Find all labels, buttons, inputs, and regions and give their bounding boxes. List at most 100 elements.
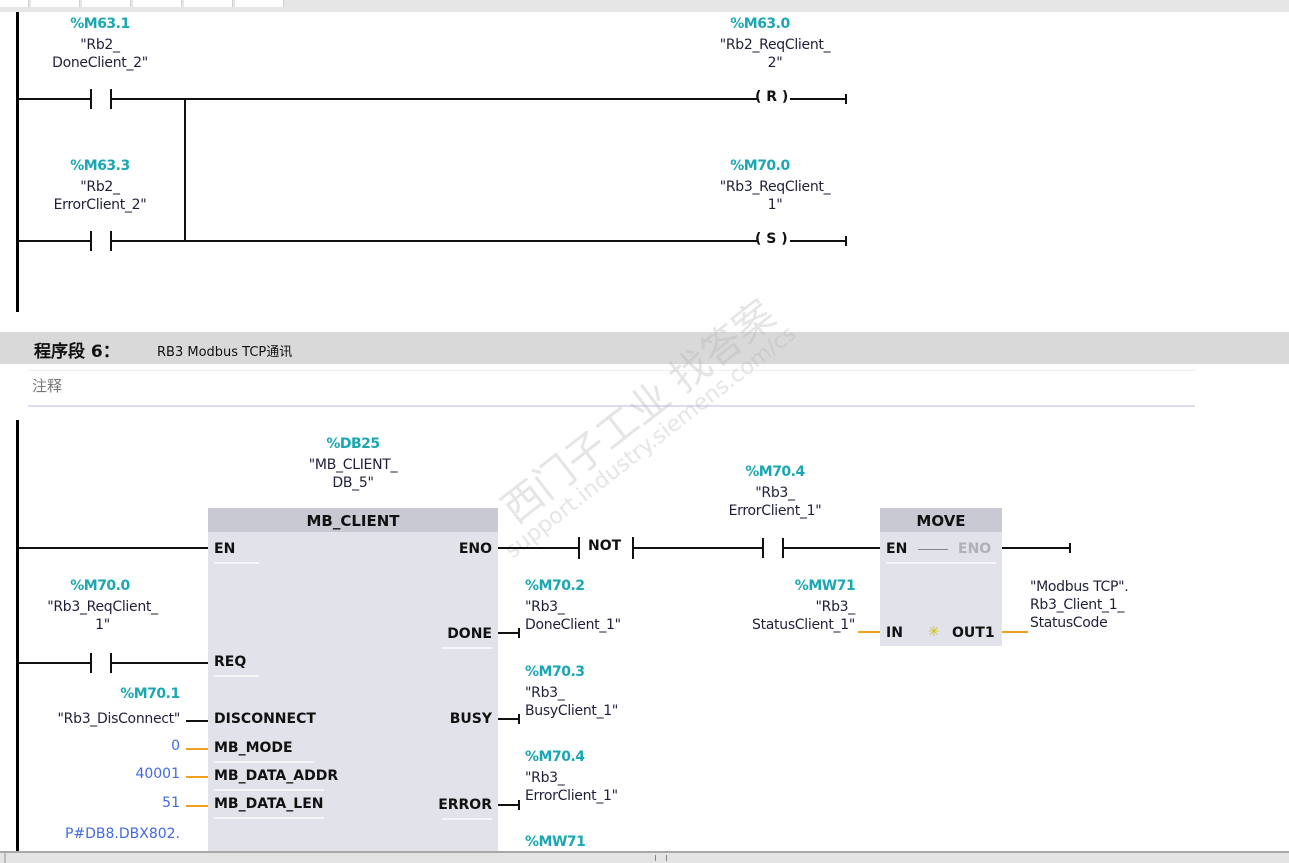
mb-mode-value[interactable]: 0 xyxy=(171,738,180,754)
wire xyxy=(790,240,846,242)
scrollbar-grip-icon[interactable] xyxy=(655,855,667,861)
branch-wire xyxy=(184,98,186,242)
done-tag[interactable]: "Rb3_ DoneClient_1" xyxy=(525,599,621,633)
wire xyxy=(112,98,757,100)
toolbar-tab[interactable] xyxy=(184,0,233,7)
toolbar-tab[interactable] xyxy=(133,0,182,7)
coil-tag[interactable]: "Rb2_ReqClient_ 2" xyxy=(719,37,831,71)
pin-mb-data-addr[interactable]: MB_DATA_ADDR xyxy=(214,768,339,784)
done-address: %M70.2 xyxy=(525,578,585,594)
move-in-address: %MW71 xyxy=(794,578,856,594)
disconnect-address: %M70.1 xyxy=(120,686,180,702)
rung-end xyxy=(518,800,520,810)
toolbar-tab[interactable] xyxy=(31,0,80,7)
req-contact-address: %M70.0 xyxy=(70,578,130,594)
reset-coil[interactable]: ( R ) xyxy=(755,89,789,105)
no-contact-m63-1[interactable] xyxy=(90,89,112,109)
mb-data-len-value[interactable]: 51 xyxy=(162,795,180,811)
pin-disconnect[interactable]: DISCONNECT xyxy=(214,711,316,727)
move-pin-in[interactable]: IN xyxy=(886,625,903,641)
network-header[interactable] xyxy=(0,332,1289,364)
wire xyxy=(498,632,518,634)
toolbar-tab[interactable] xyxy=(235,0,284,7)
en-eno-link xyxy=(918,549,948,550)
rung-end xyxy=(518,628,520,638)
no-contact-m63-3[interactable] xyxy=(90,231,112,251)
wire xyxy=(1002,547,1070,549)
wire xyxy=(18,240,90,242)
not-contact[interactable]: NOT xyxy=(588,538,622,554)
rung-end xyxy=(845,94,847,104)
wire xyxy=(112,662,208,664)
move-out-tag[interactable]: "Modbus TCP". Rb3_Client_1_ StatusCode xyxy=(1030,579,1129,631)
toolbar-tab[interactable] xyxy=(0,0,29,7)
pin-en[interactable]: EN xyxy=(214,541,236,557)
editor-tab-strip xyxy=(0,0,1289,12)
power-rail xyxy=(16,12,19,312)
error-contact-address: %M70.4 xyxy=(745,464,805,480)
move-in-tag[interactable]: "Rb3_ StatusClient_1" xyxy=(752,599,855,633)
scrollbar-edge xyxy=(4,853,6,863)
error-contact-tag[interactable]: "Rb3_ ErrorClient_1" xyxy=(728,485,822,519)
not-right-bar xyxy=(632,537,634,559)
wire xyxy=(498,547,578,549)
pin-busy[interactable]: BUSY xyxy=(449,711,492,727)
contact-address: %M63.3 xyxy=(70,158,130,174)
contact-tag[interactable]: "Rb2_ ErrorClient_2" xyxy=(53,179,147,213)
wire xyxy=(186,720,208,722)
network-comment-field[interactable]: 注释 xyxy=(28,370,1195,407)
error-address: %M70.4 xyxy=(525,749,585,765)
contact-tag[interactable]: "Rb2_ DoneClient_2" xyxy=(52,37,148,71)
rung-end xyxy=(518,714,520,724)
wire xyxy=(186,776,208,778)
mb-client-block[interactable]: MB_CLIENT EN REQ DISCONNECT MB_MODE MB_D… xyxy=(208,508,498,861)
network-label: 程序段 6： xyxy=(34,342,120,362)
pin-underline xyxy=(214,675,259,677)
wire xyxy=(186,748,208,750)
pin-underline xyxy=(214,761,314,763)
wire xyxy=(186,805,208,807)
wire xyxy=(790,98,846,100)
pin-underline xyxy=(442,647,492,649)
no-contact-m70-4[interactable] xyxy=(762,538,784,558)
pin-mb-data-len[interactable]: MB_DATA_LEN xyxy=(214,796,324,812)
no-contact-m70-0[interactable] xyxy=(90,653,112,673)
wire xyxy=(634,547,762,549)
add-output-icon[interactable]: ✳ xyxy=(928,624,940,640)
contact-address: %M63.1 xyxy=(70,16,130,32)
set-coil[interactable]: ( S ) xyxy=(755,231,788,247)
comment-placeholder: 注释 xyxy=(32,377,63,395)
rung-end xyxy=(845,236,847,246)
block-title: MOVE xyxy=(880,508,1002,532)
pin-underline xyxy=(214,817,324,819)
instance-db-name[interactable]: "MB_CLIENT_ DB_5" xyxy=(308,457,398,491)
pin-done[interactable]: DONE xyxy=(447,626,492,642)
pin-eno[interactable]: ENO xyxy=(458,541,492,557)
block-title: MB_CLIENT xyxy=(208,508,498,532)
move-pin-eno[interactable]: ENO xyxy=(958,541,992,557)
busy-address: %M70.3 xyxy=(525,664,585,680)
move-pin-out1[interactable]: OUT1 xyxy=(952,625,995,641)
pin-mb-mode[interactable]: MB_MODE xyxy=(214,740,293,756)
wire xyxy=(784,547,880,549)
toolbar-tab[interactable] xyxy=(82,0,131,7)
coil-tag[interactable]: "Rb3_ReqClient_ 1" xyxy=(719,179,831,213)
move-pin-en[interactable]: EN xyxy=(886,541,908,557)
rung-end xyxy=(1069,543,1071,553)
pin-underline xyxy=(442,818,492,820)
pin-error[interactable]: ERROR xyxy=(438,797,492,813)
req-contact-tag[interactable]: "Rb3_ReqClient_ 1" xyxy=(47,599,158,633)
horizontal-scrollbar[interactable] xyxy=(0,851,1289,863)
move-block[interactable]: MOVE EN ENO IN ✳ OUT1 xyxy=(880,508,1002,646)
power-rail xyxy=(16,420,19,861)
network-title[interactable]: RB3 Modbus TCP通讯 xyxy=(157,345,293,360)
pin-req[interactable]: REQ xyxy=(214,654,247,670)
instance-db-address: %DB25 xyxy=(326,436,380,452)
mb-data-addr-value[interactable]: 40001 xyxy=(135,766,180,782)
pin-underline xyxy=(886,562,996,564)
error-tag[interactable]: "Rb3_ ErrorClient_1" xyxy=(525,770,618,804)
coil-address: %M70.0 xyxy=(730,158,790,174)
mb-data-ptr-value[interactable]: P#DB8.DBX802. xyxy=(64,826,180,842)
busy-tag[interactable]: "Rb3_ BusyClient_1" xyxy=(525,685,619,719)
disconnect-tag[interactable]: "Rb3_DisConnect" xyxy=(57,711,181,727)
